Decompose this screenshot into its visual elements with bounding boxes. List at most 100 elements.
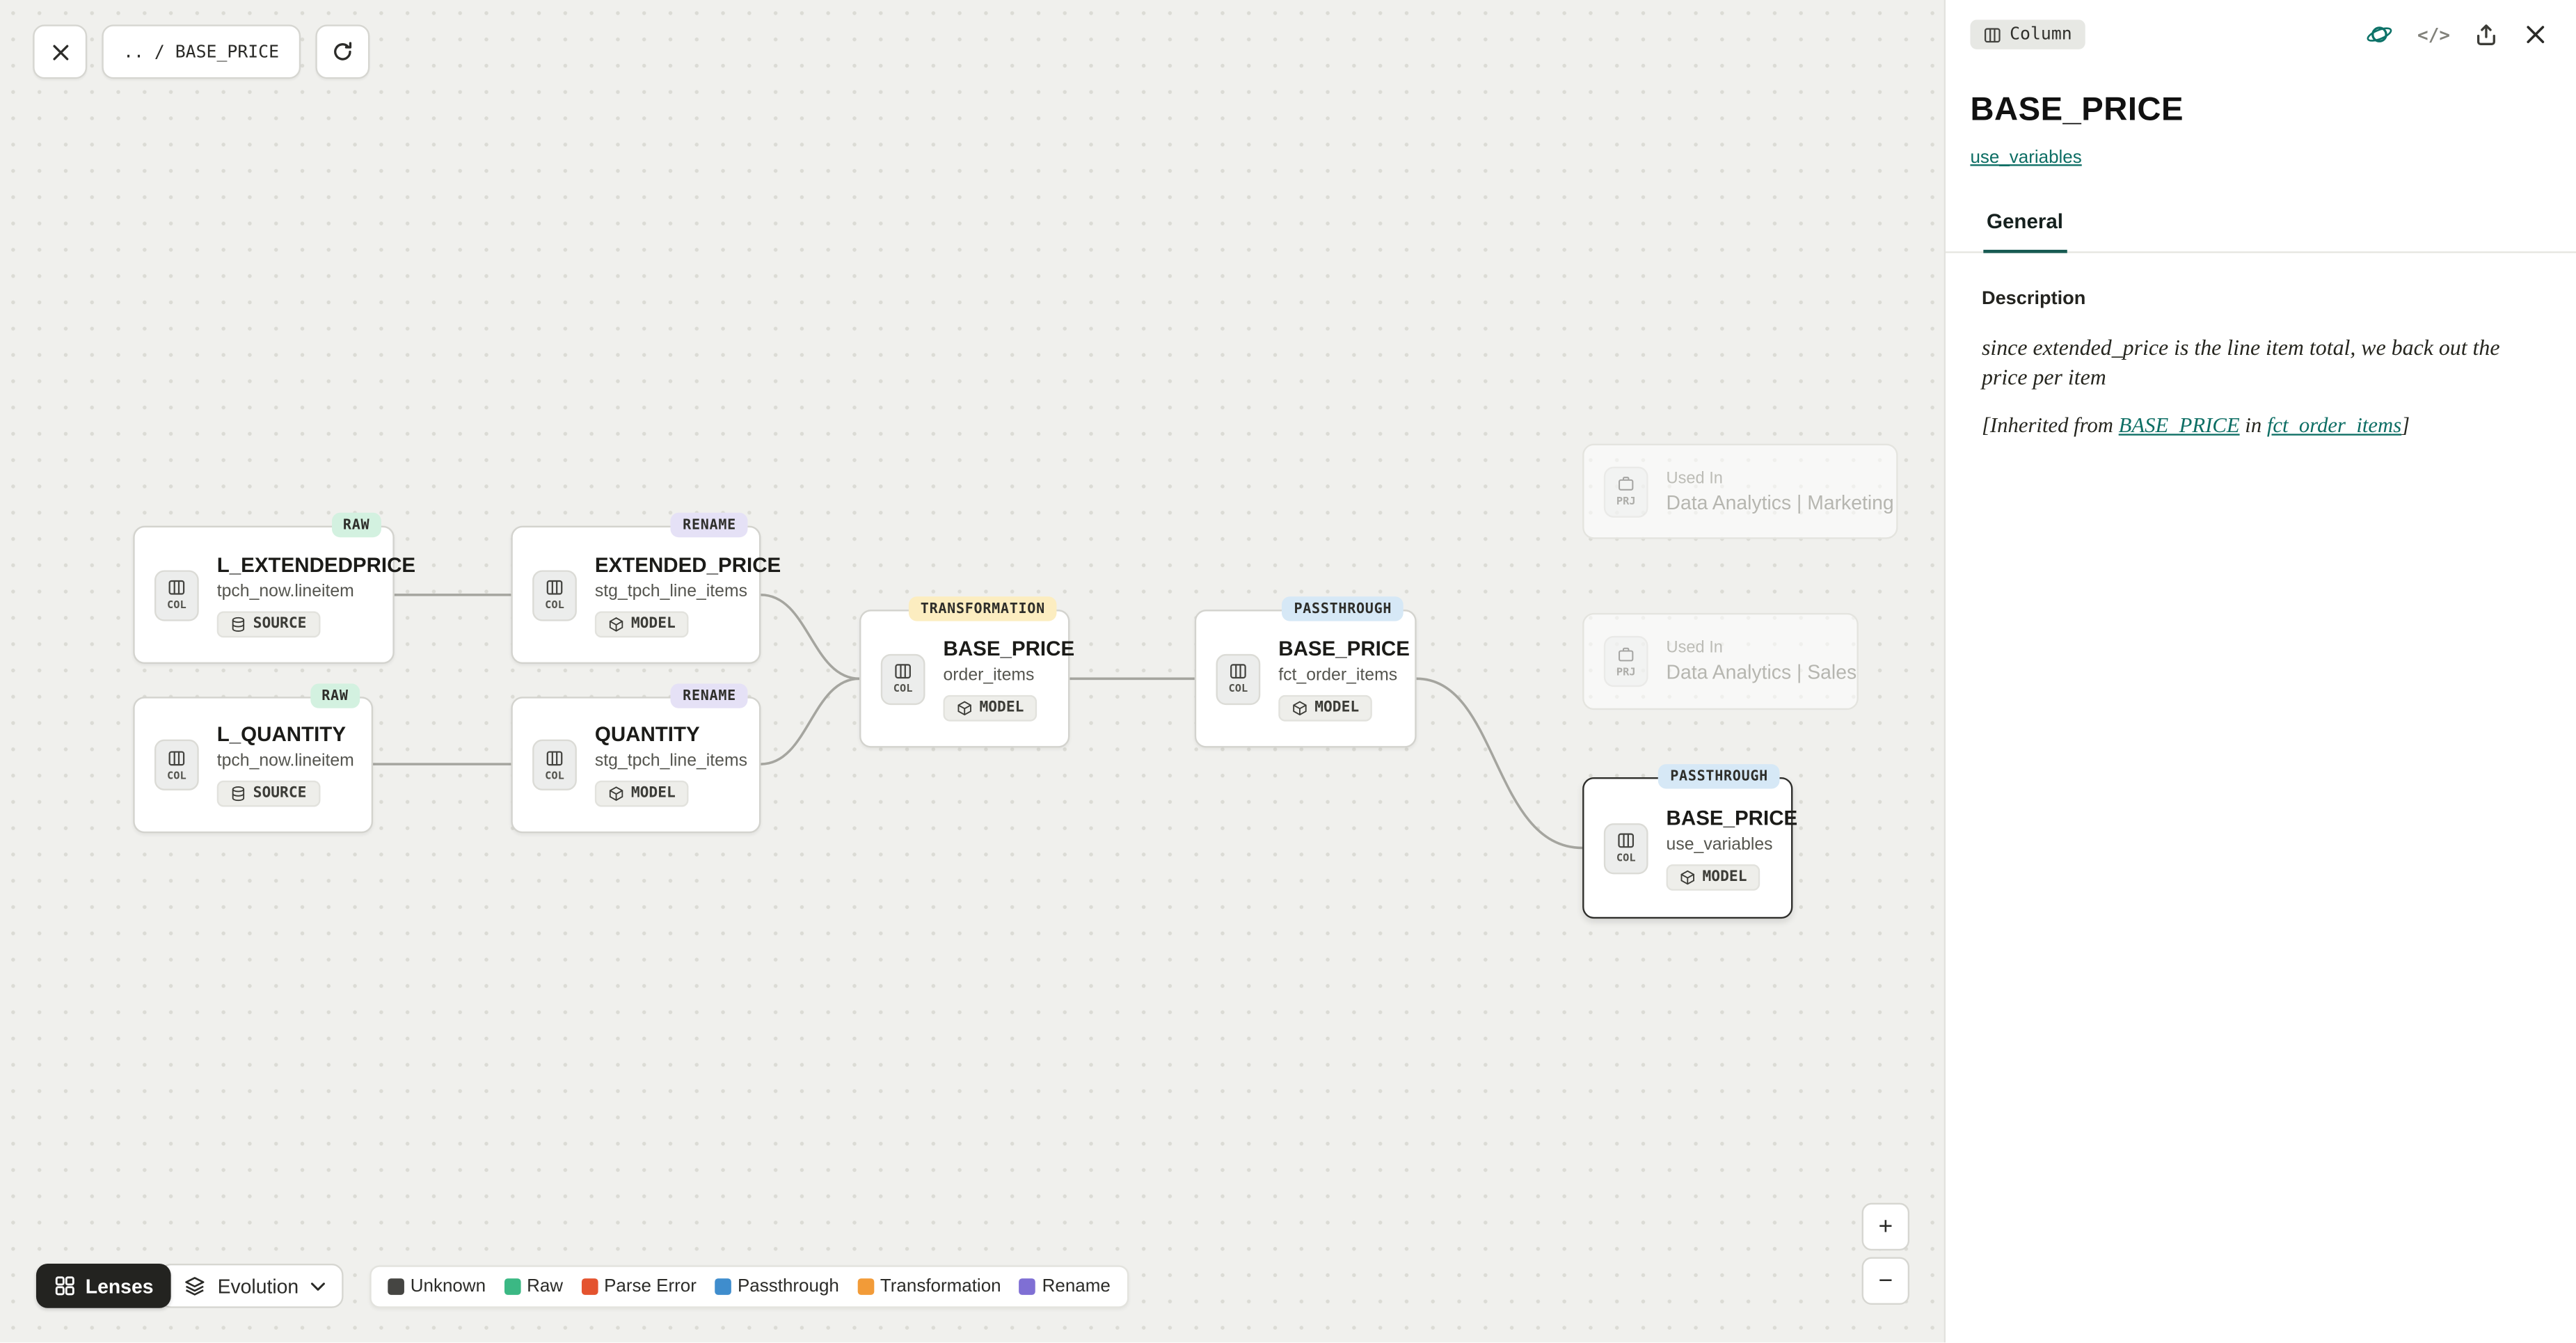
panel-tabs: General bbox=[1946, 210, 2576, 253]
model-link[interactable]: use_variables bbox=[1970, 148, 2082, 168]
close-lineage-button[interactable] bbox=[33, 24, 88, 79]
ghost-node-sales[interactable]: PRJ Used In Data Analytics | Sales bbox=[1582, 612, 1859, 710]
view-code-button[interactable]: </> bbox=[2417, 24, 2450, 45]
ghost-node-marketing[interactable]: PRJ Used In Data Analytics | Marketing bbox=[1582, 443, 1898, 539]
refresh-button[interactable] bbox=[315, 24, 369, 79]
zoom-out-button[interactable]: − bbox=[1861, 1257, 1910, 1305]
legend-item-raw: Raw bbox=[504, 1276, 563, 1296]
evolution-label: Evolution bbox=[217, 1274, 299, 1298]
column-type-label: Column bbox=[2010, 24, 2072, 45]
node-badge: PASSTHROUGH bbox=[1282, 596, 1404, 621]
chip-label: MODEL bbox=[630, 785, 676, 802]
node-base-price-fct-order-items[interactable]: PASSTHROUGH COL BASE_PRICE fct_order_ite… bbox=[1194, 596, 1417, 748]
ghost-title: Data Analytics | Sales bbox=[1666, 660, 1857, 684]
node-subtitle: fct_order_items bbox=[1278, 665, 1398, 685]
legend-item-rename: Rename bbox=[1019, 1276, 1111, 1296]
kind-label: COL bbox=[1228, 682, 1248, 695]
kind-label: COL bbox=[166, 768, 186, 781]
node-subtitle: use_variables bbox=[1666, 834, 1773, 854]
column-type-badge: Column bbox=[1970, 19, 2085, 49]
lenses-button[interactable]: Lenses bbox=[35, 1263, 172, 1308]
panel-body: Description since extended_price is the … bbox=[1946, 253, 2576, 438]
zoom-controls: + − bbox=[1861, 1202, 1910, 1305]
column-kind-box: COL bbox=[154, 739, 199, 790]
node-l-quantity[interactable]: RAW COL L_QUANTITY tpch_now.lineitem SOU… bbox=[133, 683, 374, 834]
kind-label: PRJ bbox=[1616, 665, 1636, 678]
export-icon bbox=[2476, 24, 2495, 45]
node-badge: TRANSFORMATION bbox=[909, 596, 1057, 621]
column-kind-box: COL bbox=[532, 569, 577, 621]
breadcrumb-label: .. / BASE_PRICE bbox=[123, 42, 280, 62]
column-icon bbox=[1230, 664, 1246, 679]
node-title: L_QUANTITY bbox=[216, 723, 347, 747]
model-cube-icon bbox=[1680, 869, 1694, 884]
ghost-used-in-label: Used In bbox=[1666, 639, 1723, 658]
canvas-footer: Lenses Evolution Unknown Raw bbox=[35, 1263, 1129, 1308]
node-type-chip: SOURCE bbox=[216, 780, 320, 807]
model-cube-icon bbox=[609, 616, 623, 631]
model-cube-icon bbox=[609, 786, 623, 801]
evolution-dropdown[interactable]: Evolution bbox=[159, 1263, 343, 1308]
node-l-extendedprice[interactable]: RAW COL L_EXTENDEDPRICE tpch_now.lineite… bbox=[133, 512, 415, 665]
description-heading: Description bbox=[1981, 289, 2086, 309]
inherited-middle: in bbox=[2239, 411, 2267, 437]
legend-label: Unknown bbox=[410, 1276, 486, 1296]
legend-label: Transformation bbox=[880, 1276, 1001, 1296]
model-cube-icon bbox=[1293, 700, 1307, 715]
node-badge: RENAME bbox=[671, 512, 748, 538]
node-badge: RAW bbox=[331, 512, 381, 538]
node-type-chip: MODEL bbox=[594, 610, 689, 637]
inherited-note: [Inherited from BASE_PRICE in fct_order_… bbox=[1982, 412, 2541, 438]
inherited-suffix: ] bbox=[2401, 411, 2410, 437]
panel-title: BASE_PRICE bbox=[1970, 92, 2184, 129]
panel-actions: </> bbox=[2364, 19, 2548, 49]
node-title: BASE_PRICE bbox=[1666, 806, 1798, 829]
chip-label: MODEL bbox=[1702, 868, 1747, 885]
node-quantity[interactable]: RENAME COL QUANTITY stg_tpch_line_items … bbox=[511, 683, 761, 834]
kind-label: COL bbox=[166, 598, 186, 612]
legend-label: Raw bbox=[527, 1276, 564, 1296]
tab-general[interactable]: General bbox=[1983, 210, 2067, 253]
node-subtitle: order_items bbox=[943, 665, 1035, 685]
lenses-control: Lenses Evolution bbox=[35, 1263, 343, 1308]
explore-lineage-button[interactable] bbox=[2364, 19, 2394, 49]
column-icon bbox=[895, 664, 911, 679]
breadcrumb[interactable]: .. / BASE_PRICE bbox=[102, 24, 301, 79]
panel-header: Column </> bbox=[1946, 0, 2576, 49]
zoom-in-button[interactable]: + bbox=[1861, 1202, 1910, 1251]
project-kind-box: PRJ bbox=[1603, 466, 1648, 517]
legend-label: Parse Error bbox=[604, 1276, 697, 1296]
details-panel: Column </> BASE_PRICE use_variables bbox=[1946, 0, 2576, 1343]
column-icon bbox=[546, 580, 563, 595]
node-title: L_EXTENDEDPRICE bbox=[216, 553, 416, 576]
legend-swatch bbox=[1019, 1278, 1036, 1294]
kind-label: PRJ bbox=[1616, 494, 1636, 508]
close-icon bbox=[52, 44, 68, 60]
lenses-icon bbox=[55, 1276, 74, 1296]
column-kind-box: COL bbox=[154, 569, 199, 621]
code-icon: </> bbox=[2417, 24, 2450, 45]
node-badge: RAW bbox=[310, 683, 360, 708]
kind-label: COL bbox=[1616, 851, 1636, 865]
ghost-title: Data Analytics | Marketing bbox=[1666, 490, 1894, 514]
node-type-chip: MODEL bbox=[943, 694, 1037, 721]
lineage-canvas[interactable]: .. / BASE_PRICE RAW COL L_EXTENDEDPRICE … bbox=[0, 0, 1946, 1343]
legend-item-passthrough: Passthrough bbox=[714, 1276, 839, 1296]
node-title: BASE_PRICE bbox=[1278, 637, 1410, 660]
inherited-column-link[interactable]: BASE_PRICE bbox=[2118, 411, 2240, 437]
project-icon bbox=[1619, 477, 1634, 491]
close-panel-button[interactable] bbox=[2522, 22, 2549, 48]
column-kind-box: COL bbox=[1603, 822, 1648, 874]
export-button[interactable] bbox=[2473, 22, 2499, 48]
node-base-price-order-items[interactable]: TRANSFORMATION COL BASE_PRICE order_item… bbox=[859, 596, 1074, 748]
node-extended-price[interactable]: RENAME COL EXTENDED_PRICE stg_tpch_line_… bbox=[511, 512, 781, 665]
node-title: EXTENDED_PRICE bbox=[594, 553, 781, 576]
description-text: since extended_price is the line item to… bbox=[1981, 335, 2500, 390]
legend-swatch bbox=[387, 1278, 404, 1294]
column-icon bbox=[546, 750, 563, 765]
inherited-model-link[interactable]: fct_order_items bbox=[2266, 411, 2402, 437]
evolution-layers-icon bbox=[186, 1277, 205, 1296]
project-icon bbox=[1619, 646, 1634, 661]
node-base-price-use-variables[interactable]: PASSTHROUGH COL BASE_PRICE use_variables… bbox=[1582, 764, 1797, 919]
